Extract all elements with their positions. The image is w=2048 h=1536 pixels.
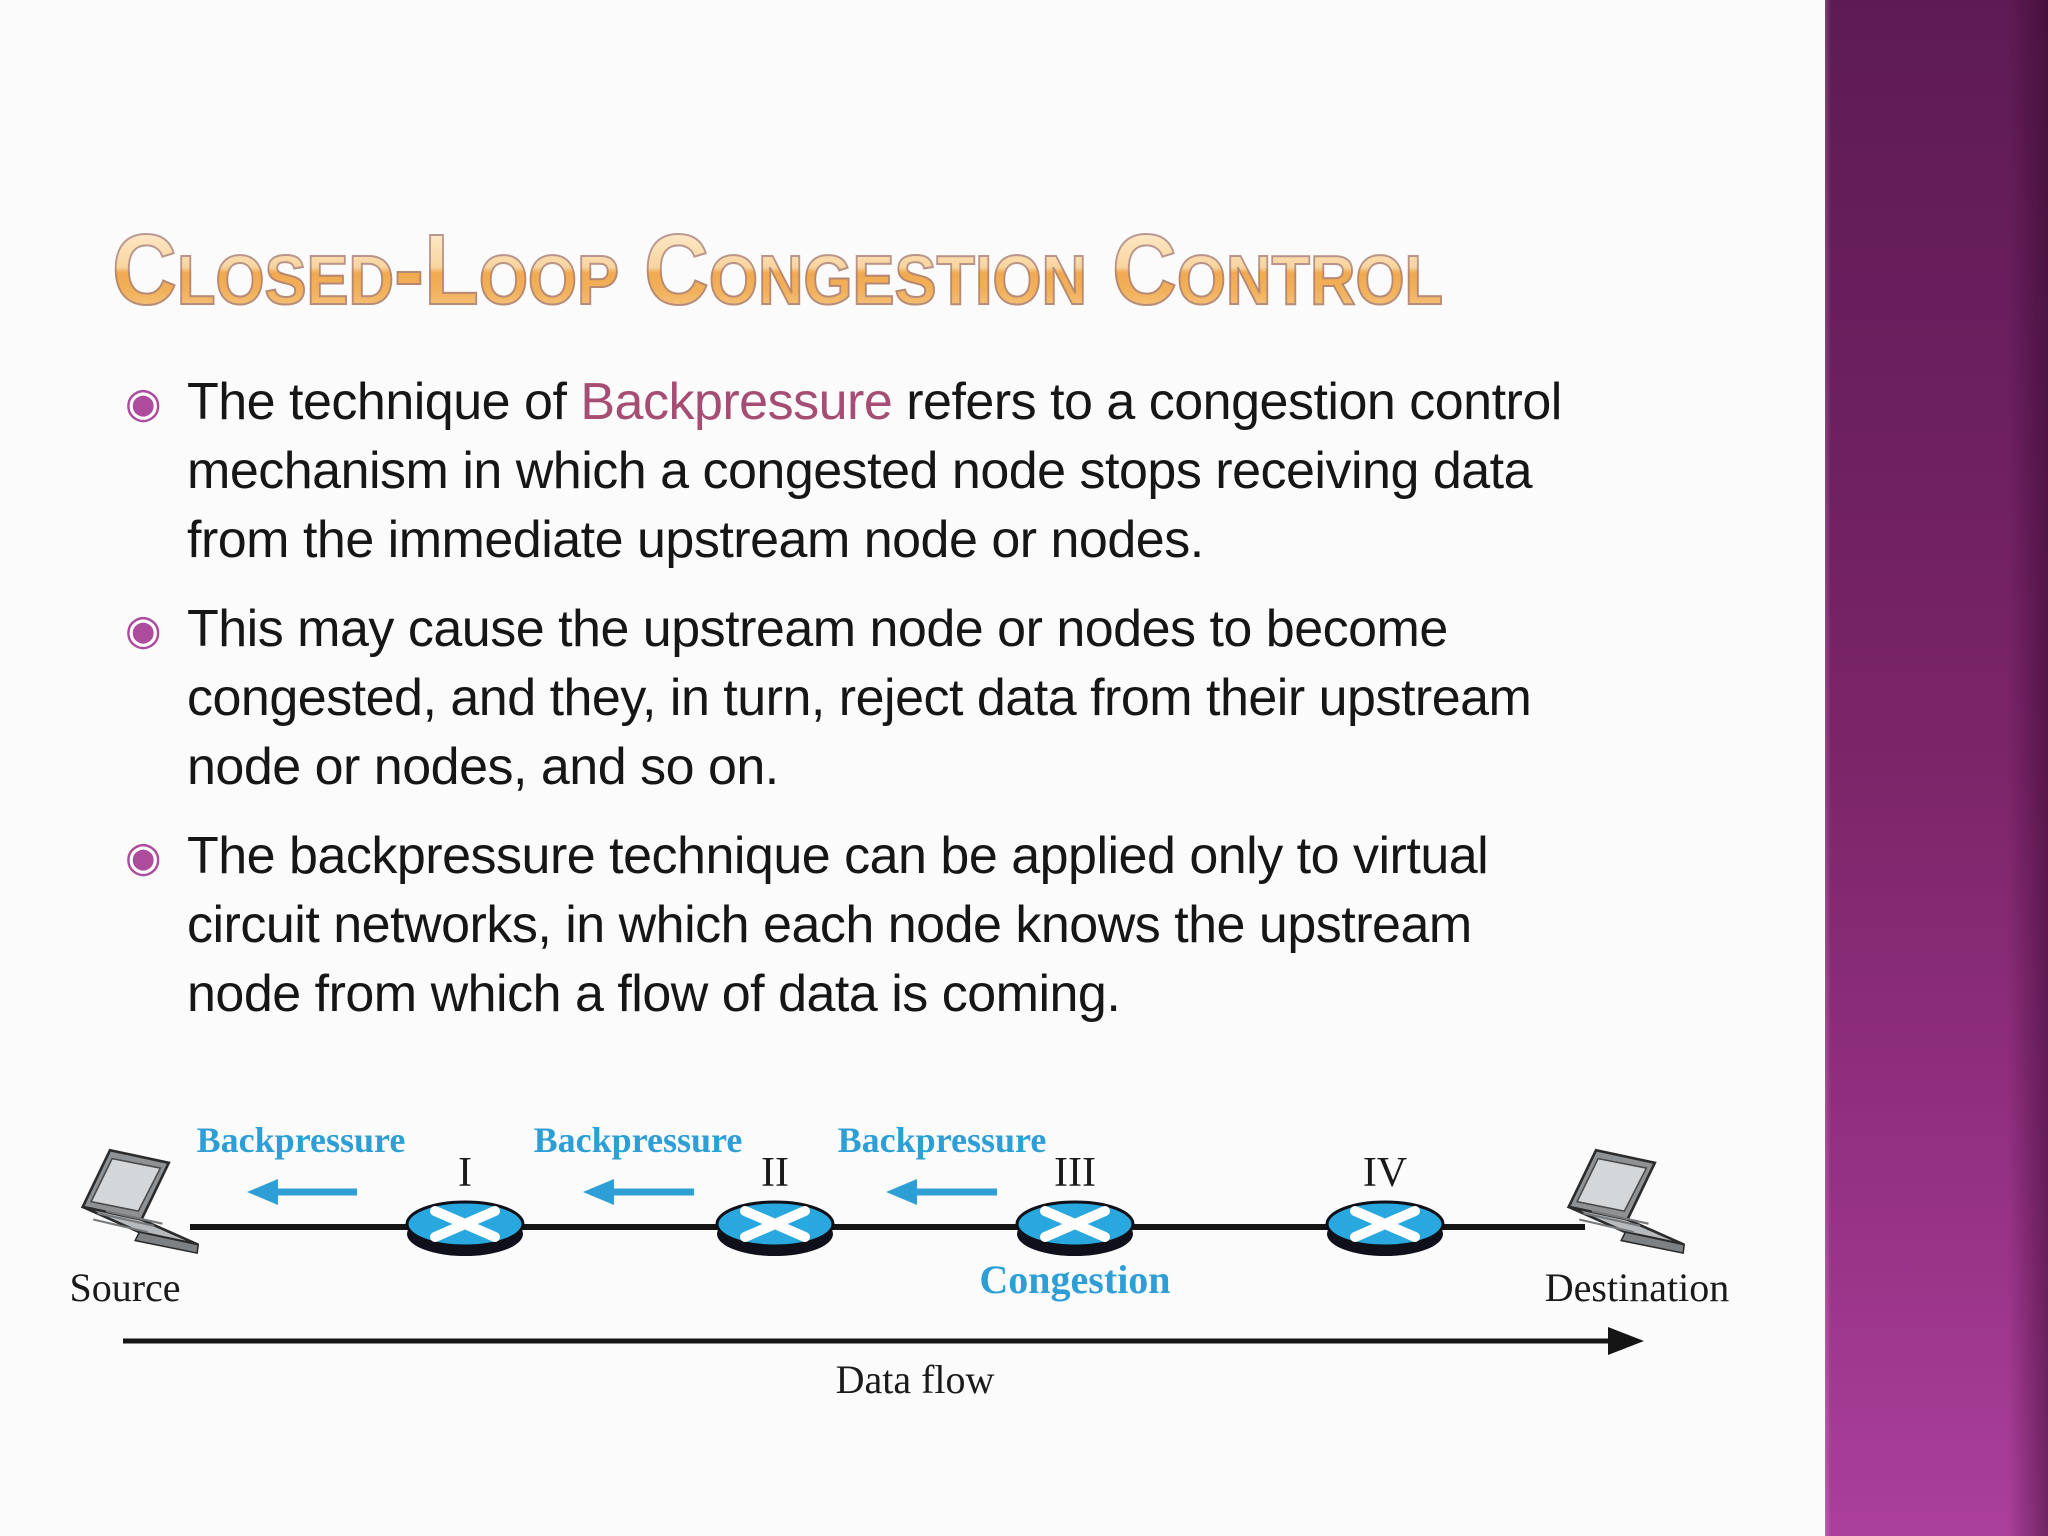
router-label-III: III [1054, 1150, 1096, 1196]
bullet-line: mechanism in which a congested node stop… [187, 442, 1533, 500]
sidebar-gradient-bar [1825, 0, 2048, 1536]
backpressure-arrow-icon [886, 1179, 997, 1205]
bullet-line: circuit networks, in which each node kno… [187, 896, 1472, 954]
bullet-marker-icon: ◉ [125, 832, 162, 881]
bullet-item: ◉ The backpressure technique can be appl… [125, 822, 1885, 1029]
highlight-backpressure: Backpressure [580, 373, 893, 431]
sidebar-edge-shading [1825, 0, 2048, 1536]
router-icon-III [1017, 1202, 1133, 1256]
bullet-item: ◉ The technique of Backpressure refers t… [125, 368, 1885, 575]
congestion-label: Congestion [979, 1257, 1170, 1302]
backpressure-arrow-icon [583, 1179, 694, 1205]
bullet-line: node from which a flow of data is coming… [187, 965, 1121, 1023]
router-icon-IV [1327, 1202, 1443, 1256]
router-label-I: I [458, 1150, 472, 1196]
router-icon-II [717, 1202, 833, 1256]
dataflow-label: Data flow [836, 1357, 995, 1402]
bullet-line: The technique of Backpressure refers to … [187, 368, 1562, 437]
bullet-item: ◉ This may cause the upstream node or no… [125, 595, 1885, 802]
backpressure-label: Backpressure [197, 1120, 406, 1160]
router-icon-I [407, 1202, 523, 1256]
destination-label: Destination [1545, 1265, 1729, 1310]
bullet-marker-icon: ◉ [125, 605, 162, 654]
router-label-II: II [761, 1150, 789, 1196]
bullet-line: from the immediate upstream node or node… [187, 511, 1204, 569]
bullet-line: The backpressure technique can be applie… [187, 827, 1489, 885]
bullet-line: node or nodes, and so on. [187, 738, 779, 796]
network-diagram: I II III IV Backpressure Backpressure Ba… [69, 1120, 1729, 1402]
bullet-line: congested, and they, in turn, reject dat… [187, 669, 1532, 727]
bullet-text-segment: refers to a congestion control [892, 373, 1562, 431]
bullet-text-segment: The technique of [187, 373, 581, 431]
bullet-text: The backpressure technique can be applie… [187, 822, 1489, 1029]
bullet-text: The technique of Backpressure refers to … [187, 368, 1562, 575]
bullet-marker-icon: ◉ [125, 378, 162, 427]
dataflow-arrow-icon [123, 1327, 1644, 1355]
bullet-list: ◉ The technique of Backpressure refers t… [125, 368, 1885, 1049]
backpressure-label: Backpressure [534, 1120, 743, 1160]
backpressure-arrow-icon [247, 1179, 357, 1205]
bullet-text: This may cause the upstream node or node… [187, 595, 1532, 802]
source-label: Source [69, 1265, 180, 1310]
page-title: Closed-Loop Congestion Control [111, 214, 1444, 326]
destination-laptop-icon [1567, 1148, 1686, 1255]
router-label-IV: IV [1363, 1150, 1407, 1196]
backpressure-label: Backpressure [838, 1120, 1047, 1160]
source-laptop-icon [81, 1148, 200, 1255]
bullet-line: This may cause the upstream node or node… [187, 600, 1448, 658]
